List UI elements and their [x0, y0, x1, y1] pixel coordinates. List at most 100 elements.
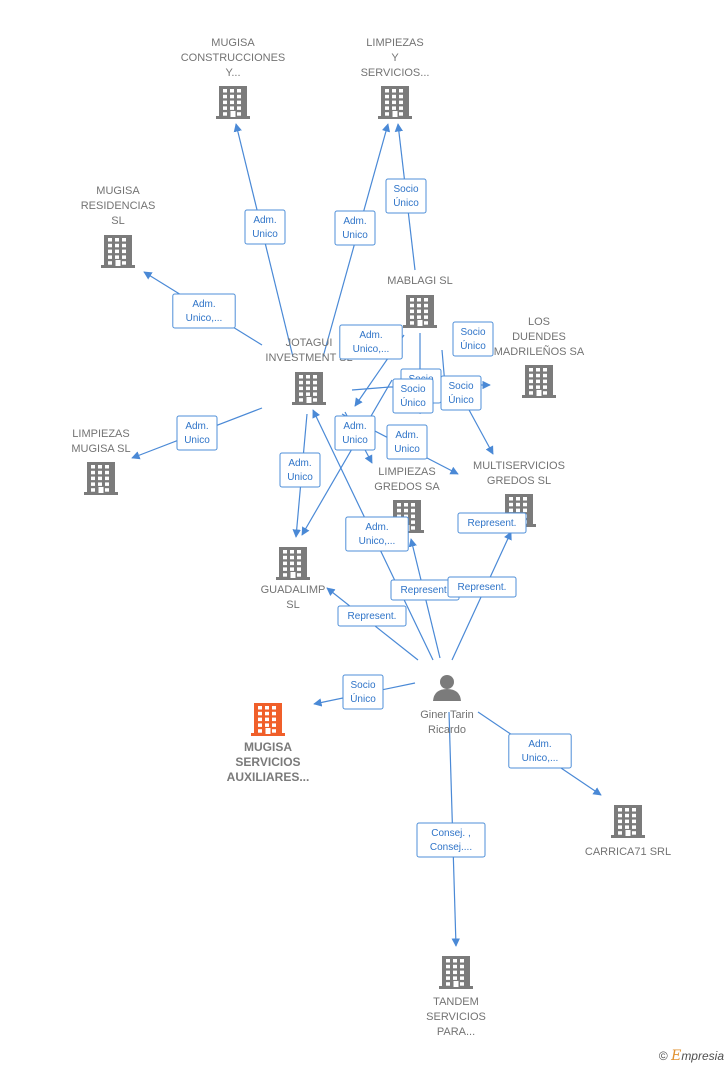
relation-label-box[interactable] — [337, 605, 407, 627]
relation-label-box[interactable] — [447, 576, 517, 598]
relation-label-box[interactable] — [342, 674, 384, 710]
node-label: GREDOS SA — [374, 481, 440, 493]
relation-label[interactable]: Adm.Unico,... — [172, 293, 236, 329]
node-label: JOTAGUI — [286, 337, 333, 349]
building-icon[interactable] — [403, 295, 437, 328]
building-icon[interactable] — [84, 462, 118, 495]
relation-label-box[interactable] — [345, 516, 409, 552]
node-mugisa-construcciones[interactable]: MUGISACONSTRUCCIONESY... — [181, 37, 286, 119]
relation-label-box[interactable] — [279, 452, 321, 488]
node-jotagui[interactable]: JOTAGUI INVESTMENT SL — [265, 337, 353, 405]
relation-label[interactable]: Adm. Unico — [244, 209, 286, 245]
relation-label-box[interactable] — [440, 375, 482, 411]
node-label: MABLAGI SL — [387, 275, 452, 287]
relation-label[interactable]: Adm.Unico — [279, 452, 321, 488]
relation-label[interactable]: Represent. — [337, 605, 407, 627]
relation-label-text: Adm. — [343, 421, 366, 432]
relation-label[interactable]: Represent. — [457, 512, 527, 534]
main-building-icon[interactable] — [251, 703, 285, 736]
relation-label-box[interactable] — [508, 733, 572, 769]
relation-label-text: Socio — [393, 184, 418, 195]
relation-label[interactable]: Adm.Unico — [386, 424, 428, 460]
brand-initial: E — [671, 1048, 682, 1064]
footer-brand[interactable]: © Empresia — [659, 1048, 724, 1064]
building-icon[interactable] — [378, 86, 412, 119]
relation-label-box[interactable] — [334, 210, 376, 246]
node-label: GUADALIMP — [261, 584, 326, 596]
relation-label[interactable]: Represent. — [390, 579, 460, 601]
node-label: AUXILIARES... — [227, 770, 310, 784]
person-icon[interactable] — [433, 675, 461, 701]
building-icon[interactable] — [216, 86, 250, 119]
building-icon[interactable] — [292, 372, 326, 405]
relation-label-text: Adm. — [343, 216, 366, 227]
relation-label-text: Unico — [252, 229, 278, 240]
node-label: MADRILEÑOS SA — [494, 345, 585, 358]
relation-label-text: Adm. — [253, 215, 276, 226]
building-icon[interactable] — [276, 547, 310, 580]
node-label: Ricardo — [428, 724, 466, 736]
node-label: MUGISA — [96, 185, 140, 197]
relation-label-box[interactable] — [386, 424, 428, 460]
relation-label-box[interactable] — [392, 378, 434, 414]
relation-label-box[interactable] — [457, 512, 527, 534]
relation-label-text: Único — [350, 692, 376, 705]
node-label: INVESTMENT SL — [265, 352, 352, 364]
relation-edge — [301, 379, 393, 536]
relation-label-box[interactable] — [339, 324, 403, 360]
relation-label-text: Único — [448, 393, 474, 406]
node-mugisa-servicios[interactable]: MUGISASERVICIOSAUXILIARES... — [227, 703, 310, 784]
node-label: MUGISA — [244, 740, 292, 754]
nodes-layer: MUGISA CONSTRUCCIONES Y... LIMPIEZASYSERVIC… — [71, 37, 671, 1038]
relation-label-text: Consej.... — [430, 842, 472, 853]
building-icon[interactable] — [439, 956, 473, 989]
relation-label-text: Único — [400, 396, 426, 409]
node-label: SERVICIOS — [235, 755, 300, 769]
relation-label-text: Adm. — [185, 421, 208, 432]
node-label: LOS — [528, 316, 550, 328]
relation-label[interactable]: Adm. Unico — [334, 415, 376, 451]
node-limpiezas-servicios[interactable]: LIMPIEZASYSERVICIOS... — [361, 37, 430, 119]
building-icon[interactable] — [101, 235, 135, 268]
relation-label-text: Represent. — [348, 611, 397, 622]
relation-label-text: Represent. — [401, 585, 450, 596]
relation-label[interactable]: Adm.Unico — [334, 210, 376, 246]
node-label: LIMPIEZAS — [366, 37, 423, 49]
node-label: Y... — [225, 67, 240, 79]
node-label: MULTISERVICIOS — [473, 460, 565, 472]
relation-label[interactable]: Consej. ,Consej.... — [416, 822, 486, 858]
relation-label-box[interactable] — [416, 822, 486, 858]
relation-label-box[interactable] — [172, 293, 236, 329]
node-label: PARA... — [437, 1026, 475, 1038]
relation-label-text: Único — [460, 339, 486, 352]
node-label: CONSTRUCCIONES — [181, 52, 286, 64]
node-carrica71[interactable]: CARRICA71 SRL — [585, 805, 671, 858]
relation-label[interactable]: Adm.Unico,... — [345, 516, 409, 552]
relation-label[interactable]: Represent. — [447, 576, 517, 598]
node-mablagi[interactable]: MABLAGI SL — [387, 275, 453, 328]
relation-label-text: Unico,... — [353, 344, 390, 355]
relation-label[interactable]: Adm.Unico — [176, 415, 218, 451]
relation-label-text: Unico,... — [359, 536, 396, 547]
relation-label[interactable]: Adm.Unico,... — [508, 733, 572, 769]
relation-label[interactable]: Adm.Unico,... — [339, 324, 403, 360]
relation-label-box[interactable] — [452, 321, 494, 357]
building-icon[interactable] — [611, 805, 645, 838]
building-icon[interactable] — [522, 365, 556, 398]
node-tandem[interactable]: TANDEMSERVICIOSPARA... — [426, 956, 486, 1038]
relation-label-box[interactable] — [244, 209, 286, 245]
relation-label-box[interactable] — [176, 415, 218, 451]
relation-label-box[interactable] — [385, 178, 427, 214]
relation-label-box[interactable] — [334, 415, 376, 451]
relation-label-text: Unico — [342, 435, 368, 446]
